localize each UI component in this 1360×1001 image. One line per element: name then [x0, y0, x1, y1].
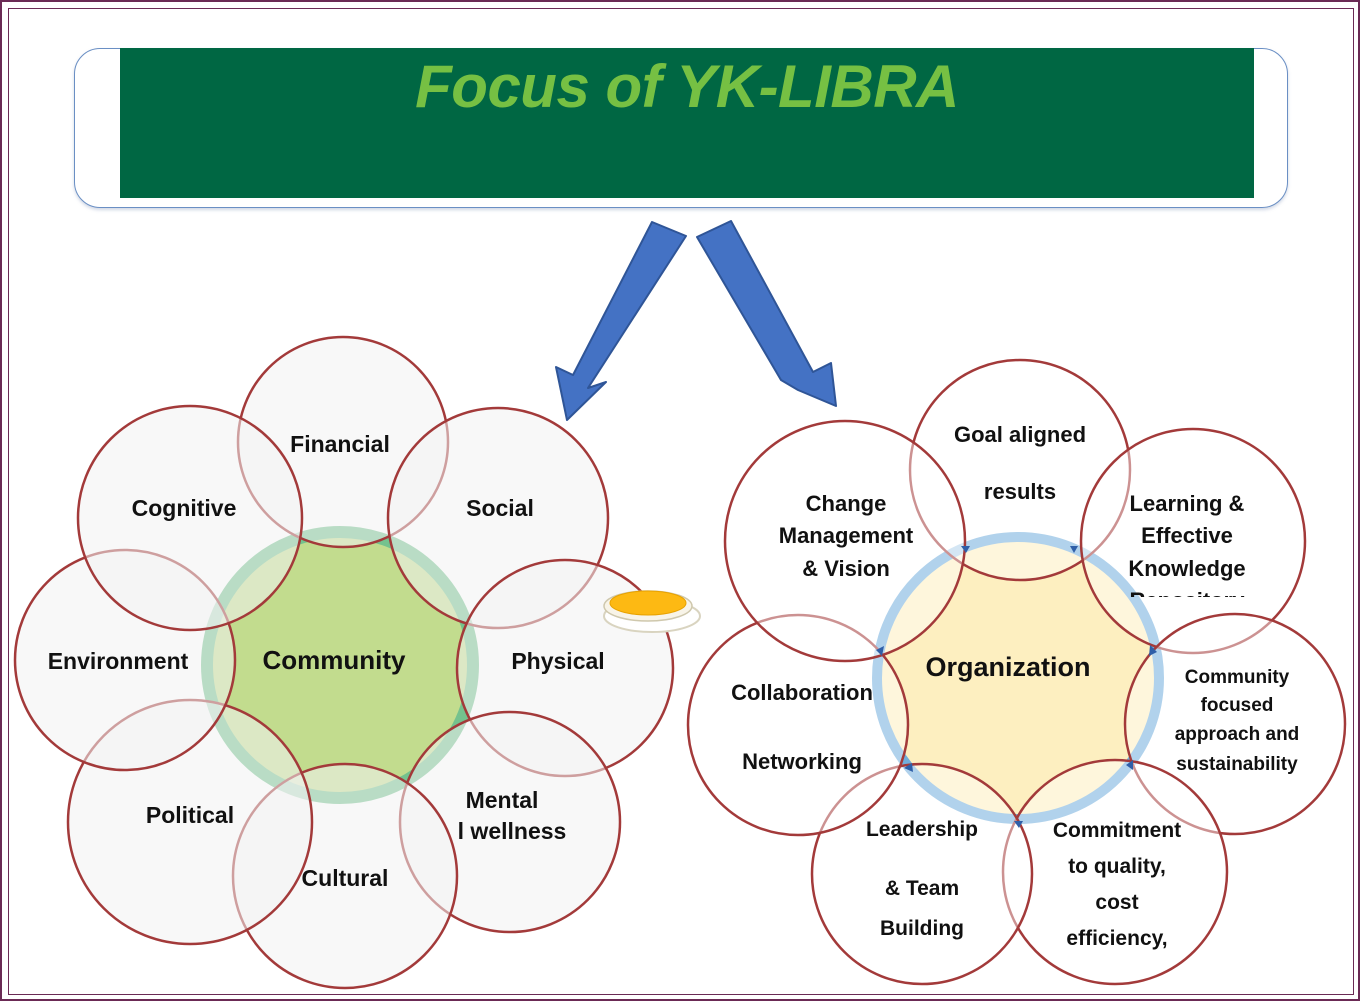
label-change-2: Management	[779, 523, 914, 548]
label-environment: Environment	[48, 648, 189, 674]
community-center-label: Community	[263, 645, 407, 675]
label-learning-1: Learning &	[1130, 491, 1245, 516]
community-cluster: Community Financial Social Physical Ment…	[13, 335, 675, 990]
label-collaboration-1: Collaboration	[731, 680, 873, 705]
organization-center-label: Organization	[925, 652, 1090, 682]
label-goal-2: results	[984, 479, 1056, 504]
label-social: Social	[466, 495, 534, 521]
label-mental-2: l wellness	[458, 818, 567, 844]
label-goal-1: Goal aligned	[954, 422, 1086, 447]
petal-commitment	[1001, 758, 1229, 986]
label-cultural: Cultural	[302, 865, 389, 891]
label-cognitive: Cognitive	[132, 495, 237, 521]
petal-collaboration	[686, 613, 910, 837]
label-learning-2: Effective	[1141, 523, 1233, 548]
label-physical: Physical	[511, 648, 604, 674]
petal-cognitive	[76, 404, 304, 632]
label-political: Political	[146, 802, 234, 828]
label-commitment-4: efficiency,	[1066, 927, 1167, 950]
label-learning-4: Repository	[1130, 588, 1246, 613]
page-frame-inner	[8, 8, 1354, 995]
yellow-disc-icon	[603, 590, 701, 633]
arrow-right	[696, 220, 837, 407]
label-mental-1: Mental	[466, 787, 539, 813]
label-leadership-1: Leadership	[866, 818, 978, 841]
label-collaboration-2: Networking	[742, 749, 862, 774]
page-title: Focus of YK-LIBRA	[415, 53, 959, 120]
label-commitment-1: Commitment	[1053, 819, 1181, 842]
label-commitment-2: to quality,	[1068, 855, 1166, 878]
learning-clip: Learning & Effective Knowledge Repositor…	[1128, 491, 1246, 613]
label-community-focused-2: focused	[1201, 695, 1274, 716]
label-leadership-3: Building	[880, 917, 964, 940]
label-financial: Financial	[290, 431, 390, 457]
petal-learning	[1079, 427, 1307, 655]
title-band	[120, 48, 1254, 198]
label-change-1: Change	[806, 491, 887, 516]
label-community-focused-1: Community	[1185, 667, 1290, 688]
organization-cluster: Organization Goal aligned results Learni…	[686, 358, 1347, 986]
petal-leadership	[810, 762, 1034, 986]
arrow-left	[555, 221, 687, 421]
label-leadership-2: & Team	[885, 877, 959, 900]
label-learning-3: Knowledge	[1128, 556, 1245, 581]
petal-change	[723, 419, 967, 663]
label-community-focused-3: approach and	[1175, 724, 1300, 745]
petal-community-focused	[1123, 612, 1347, 836]
label-community-focused-4: sustainability	[1176, 754, 1298, 775]
label-commitment-3: cost	[1095, 891, 1138, 914]
label-change-3: & Vision	[802, 556, 890, 581]
